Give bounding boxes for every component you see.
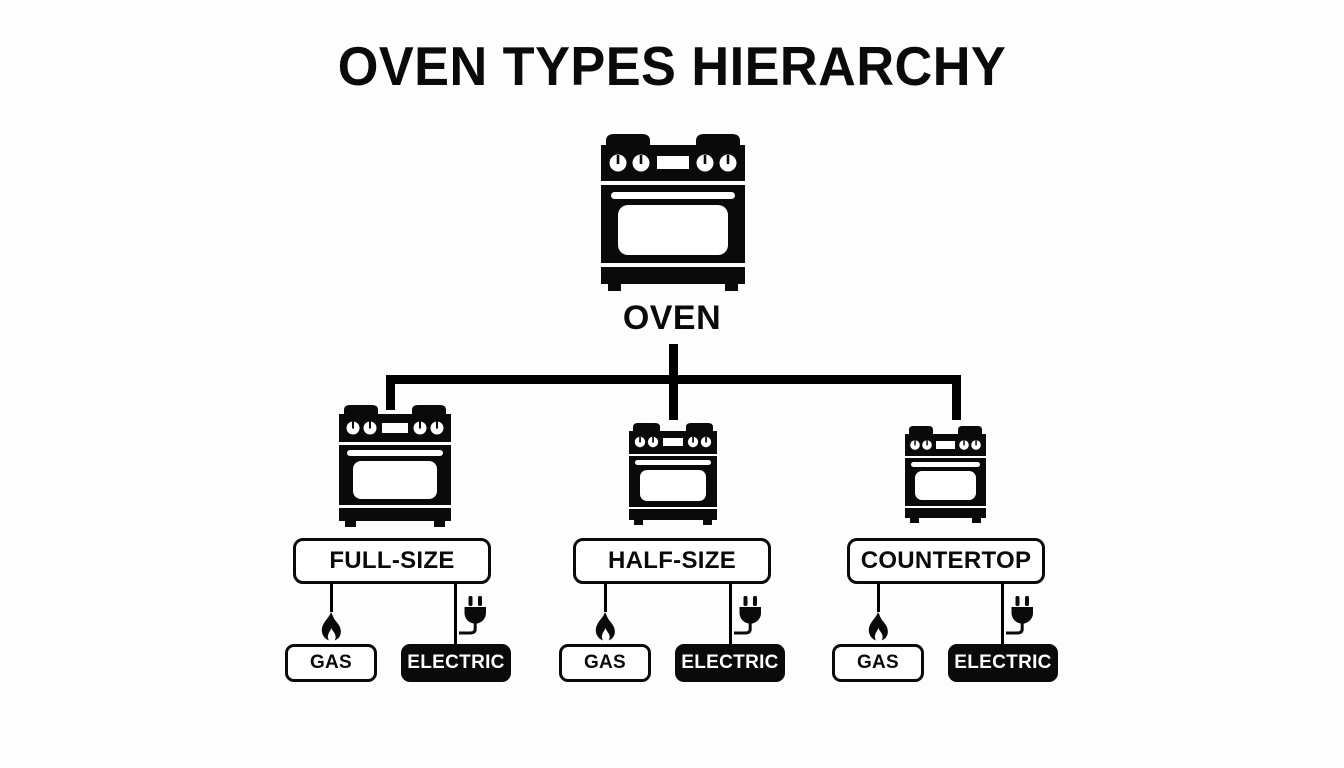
plug-icon: [454, 596, 493, 636]
connector-drop-right: [952, 375, 961, 420]
connector-full-size-gas: [330, 584, 333, 612]
connector-full-size-electric: [454, 584, 457, 646]
category-box-full-size[interactable]: FULL-SIZE: [293, 538, 491, 584]
leaf-label: GAS: [309, 652, 353, 673]
connector-half-size-electric: [729, 584, 732, 646]
flame-icon: [590, 612, 620, 644]
leaf-label: ELECTRIC: [681, 652, 779, 673]
oven-icon-small: [903, 425, 988, 523]
category-box-countertop[interactable]: COUNTERTOP: [847, 538, 1045, 584]
flame-icon: [863, 612, 893, 644]
oven-icon-medium: [627, 422, 719, 525]
leaf-box-electric-1[interactable]: ELECTRIC: [401, 644, 511, 682]
leaf-box-electric-3[interactable]: ELECTRIC: [948, 644, 1058, 682]
leaf-box-electric-2[interactable]: ELECTRIC: [675, 644, 785, 682]
connector-drop-left: [386, 375, 395, 410]
connector-root-stem: [669, 344, 678, 382]
connector-half-size-gas: [604, 584, 607, 612]
category-label: COUNTERTOP: [860, 547, 1032, 574]
connector-countertop-gas: [877, 584, 880, 612]
oven-icon-large: [337, 404, 453, 527]
connector-drop-center: [669, 375, 678, 420]
leaf-label: GAS: [856, 652, 900, 673]
plug-icon: [1001, 596, 1040, 636]
root-label: OVEN: [622, 299, 722, 337]
leaf-box-gas-3[interactable]: GAS: [832, 644, 924, 682]
leaf-label: GAS: [583, 652, 627, 673]
category-box-half-size[interactable]: HALF-SIZE: [573, 538, 771, 584]
leaf-box-gas-1[interactable]: GAS: [285, 644, 377, 682]
oven-icon: [598, 133, 748, 291]
leaf-box-gas-2[interactable]: GAS: [559, 644, 651, 682]
leaf-label: ELECTRIC: [954, 652, 1052, 673]
category-label: FULL-SIZE: [329, 547, 455, 574]
flame-icon: [316, 612, 346, 644]
page-title: OVEN TYPES HIERARCHY: [337, 35, 1007, 97]
category-label: HALF-SIZE: [607, 547, 737, 574]
leaf-label: ELECTRIC: [407, 652, 505, 673]
connector-countertop-electric: [1001, 584, 1004, 646]
plug-icon: [729, 596, 768, 636]
